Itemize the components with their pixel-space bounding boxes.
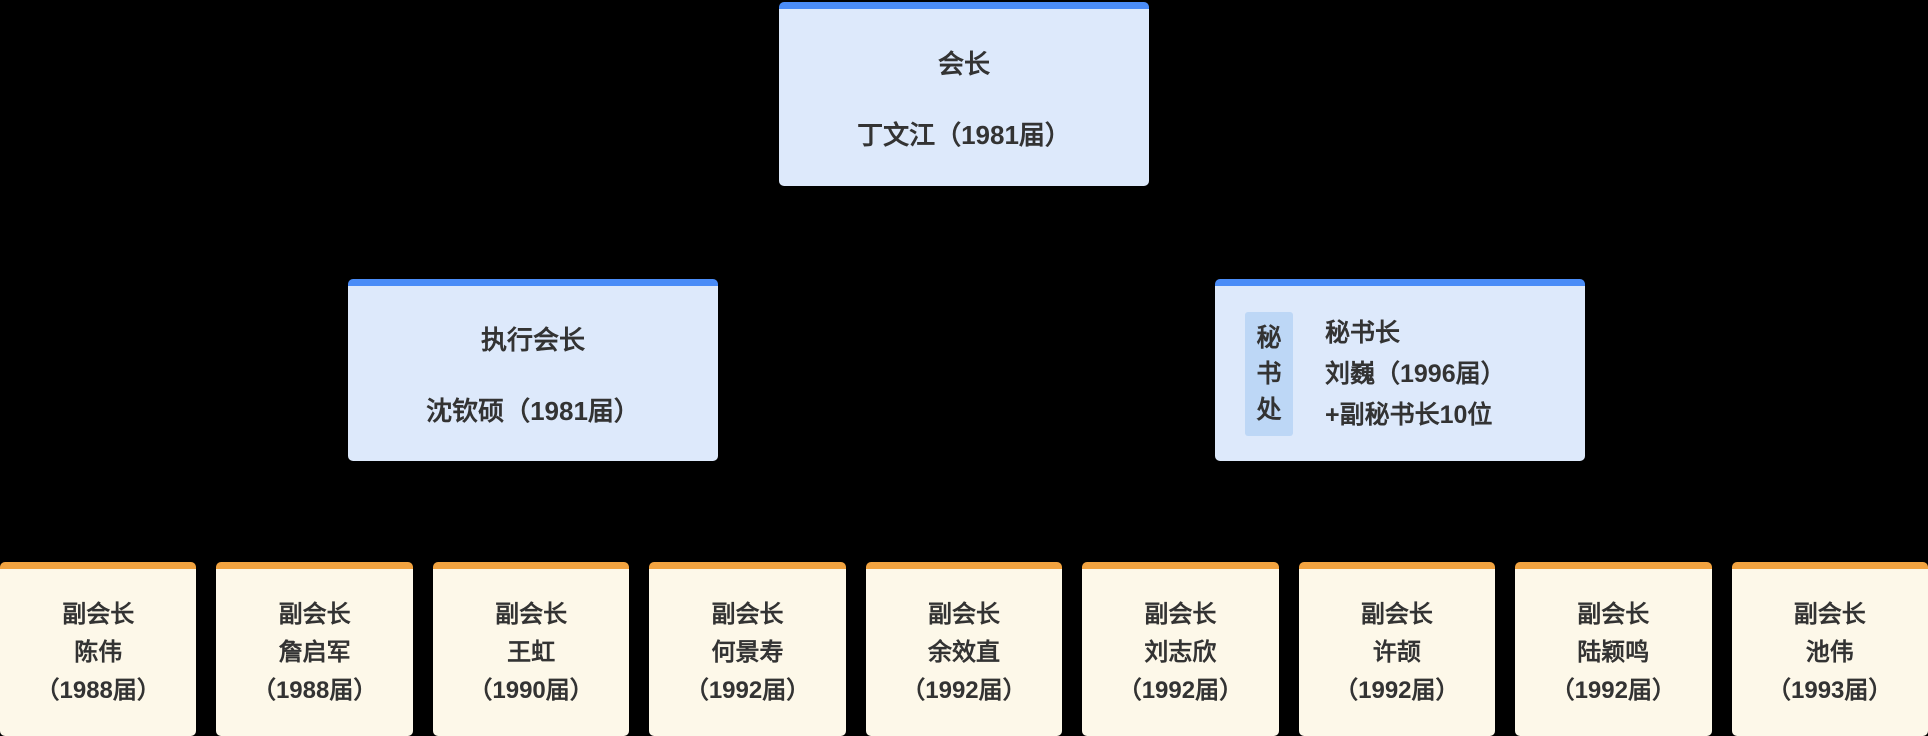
president-title: 会长 <box>937 48 990 79</box>
vp-year: （1992届） <box>1117 676 1244 704</box>
vp-name: 王虹 <box>507 638 556 666</box>
vp-year: （1988届） <box>251 676 378 704</box>
vp-title: 副会长 <box>495 600 568 628</box>
vp-year: （1992届） <box>1334 676 1460 704</box>
secretariat-vertical-label: 秘书处 <box>1245 311 1293 436</box>
vp-title: 副会长 <box>1577 600 1650 628</box>
vp-title: 副会长 <box>1793 600 1866 628</box>
node-vice-president-5: 副会长 余效直 （1992届） <box>865 562 1063 736</box>
vp-title: 副会长 <box>1144 600 1217 628</box>
node-president: 会长 丁文江（1981届） <box>779 2 1149 186</box>
node-secretariat: 秘书处 秘书长 刘巍（1996届） +副秘书长10位 <box>1215 279 1585 461</box>
node-vice-president-6: 副会长 刘志欣 （1992届） <box>1082 562 1279 736</box>
vp-title: 副会长 <box>711 600 784 628</box>
vp-title: 副会长 <box>278 600 351 628</box>
vp-name: 詹启军 <box>278 638 351 666</box>
node-vice-president-4: 副会长 何景寿 （1992届） <box>649 562 846 736</box>
vp-year: （1992届） <box>684 676 811 704</box>
vp-year: （1988届） <box>35 676 161 704</box>
vp-year: （1992届） <box>1550 676 1676 704</box>
vp-name: 陈伟 <box>74 638 123 666</box>
executive-president-title: 执行会长 <box>480 324 585 355</box>
node-vice-president-2: 副会长 詹启军 （1988届） <box>216 562 413 736</box>
node-vice-president-7: 副会长 许颉 （1992届） <box>1298 562 1496 736</box>
executive-president-name: 沈钦硕（1981届） <box>426 395 640 426</box>
node-vice-president-8: 副会长 陆颖鸣 （1992届） <box>1515 562 1712 736</box>
secretariat-line-role: 秘书长 <box>1325 318 1401 347</box>
node-vice-president-1: 副会长 陈伟 （1988届） <box>0 562 197 736</box>
vice-presidents-row: 副会长 陈伟 （1988届） 副会长 詹启军 （1988届） 副会长 王虹 （1… <box>0 562 1928 736</box>
vp-year: （1992届） <box>901 676 1027 704</box>
vp-name: 许颉 <box>1372 638 1421 666</box>
vp-name: 刘志欣 <box>1144 638 1217 666</box>
secretariat-details: 秘书长 刘巍（1996届） +副秘书长10位 <box>1325 316 1506 432</box>
node-vice-president-9: 副会长 池伟 （1993届） <box>1731 562 1928 736</box>
president-name: 丁文江（1981届） <box>857 119 1071 150</box>
vp-title: 副会长 <box>927 600 1000 628</box>
vp-year: （1993届） <box>1767 676 1893 704</box>
vp-title: 副会长 <box>62 600 135 628</box>
node-executive-president: 执行会长 沈钦硕（1981届） <box>348 279 718 461</box>
vp-name: 何景寿 <box>711 638 784 666</box>
vp-name: 余效直 <box>927 638 1000 666</box>
vp-year: （1990届） <box>468 676 594 704</box>
vp-name: 池伟 <box>1805 638 1854 666</box>
secretariat-line-name: 刘巍（1996届） <box>1325 359 1506 388</box>
secretariat-line-deputies: +副秘书长10位 <box>1325 400 1493 429</box>
node-vice-president-3: 副会长 王虹 （1990届） <box>432 562 630 736</box>
vp-title: 副会长 <box>1360 600 1433 628</box>
vp-name: 陆颖鸣 <box>1577 638 1650 666</box>
